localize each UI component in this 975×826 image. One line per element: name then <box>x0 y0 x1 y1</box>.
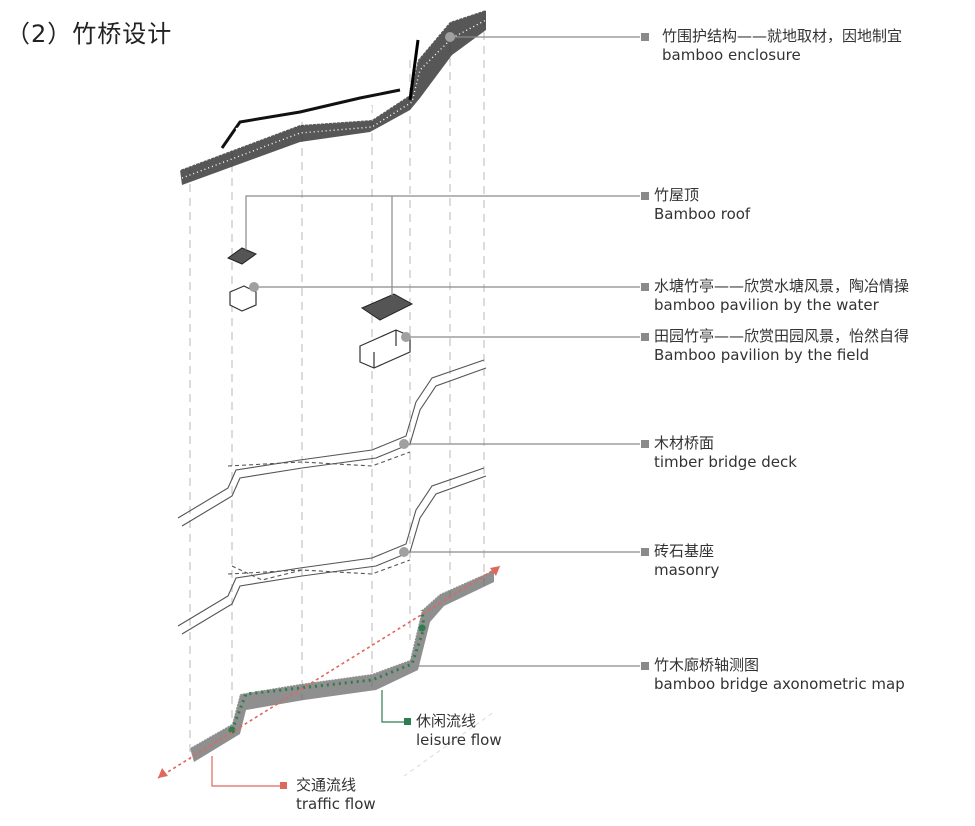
ground-shadow <box>403 711 495 777</box>
leader-square <box>641 33 649 41</box>
bamboo-enclosure-layer <box>179 9 487 185</box>
label-water-pavilion: 水塘竹亭——欣赏水塘风景，陶冶情操 bamboo pavilion by the… <box>654 277 909 315</box>
water-pavilion <box>229 285 257 312</box>
label-cn: 砖石基座 <box>654 542 715 560</box>
projection-guides <box>189 18 485 760</box>
label-en: bamboo pavilion by the water <box>654 296 879 314</box>
leader-lines <box>245 36 640 667</box>
label-cn: 交通流线 <box>296 776 357 794</box>
enclosure-inner-gap <box>235 106 373 132</box>
leader-roof <box>245 195 640 250</box>
label-en: masonry <box>654 561 720 579</box>
axonometric-bridge-layer <box>157 565 501 779</box>
label-en: timber bridge deck <box>654 453 797 471</box>
enclosure-inner-gap <box>220 88 401 149</box>
leader-squares <box>641 33 649 670</box>
label-cn: 竹木廊桥轴测图 <box>654 656 760 674</box>
masonry-layer <box>177 467 487 635</box>
leisure-leader <box>381 690 404 723</box>
label-en: leisure flow <box>416 731 502 749</box>
label-cn: 水塘竹亭——欣赏水塘风景，陶冶情操 <box>654 277 910 295</box>
leisure-square <box>404 718 411 725</box>
label-en: Bamboo pavilion by the field <box>654 346 870 364</box>
label-masonry: 砖石基座 masonry <box>654 542 719 580</box>
traffic-square <box>280 782 287 789</box>
label-leisure-flow: 休闲流线 leisure flow <box>416 712 502 750</box>
leader-dot <box>399 439 409 449</box>
label-cn: 木材桥面 <box>654 434 715 452</box>
leader-square <box>641 440 649 448</box>
leader-dot <box>249 282 259 292</box>
leader-square <box>641 333 649 341</box>
timber-deck-layer <box>177 359 487 527</box>
label-axonometric: 竹木廊桥轴测图 bamboo bridge axonometric map <box>654 656 905 694</box>
leader-square <box>641 192 649 200</box>
deck-outline <box>177 359 485 519</box>
masonry-outline <box>177 467 485 627</box>
traffic-flow-path <box>157 565 501 779</box>
enclosure-hatch <box>179 9 487 171</box>
label-cn: 竹屋顶 <box>654 186 700 204</box>
leader-dot <box>401 332 411 342</box>
enclosure-band <box>180 10 486 185</box>
deck-outline <box>181 367 487 527</box>
label-en: Bamboo roof <box>654 205 751 223</box>
leisure-node <box>418 624 426 632</box>
label-en: bamboo enclosure <box>662 46 801 64</box>
leader-dot <box>399 547 409 557</box>
label-cn: 休闲流线 <box>416 712 477 730</box>
leader-dots <box>249 32 455 557</box>
masonry-outline <box>181 475 487 635</box>
small-roof <box>226 247 258 265</box>
enclosure-post <box>408 39 420 101</box>
deck-dash <box>227 451 411 467</box>
bamboo-roof-layer <box>226 247 414 321</box>
label-traffic-flow: 交通流线 traffic flow <box>296 776 376 814</box>
leader-square <box>641 283 649 291</box>
label-timber-deck: 木材桥面 timber bridge deck <box>654 434 797 472</box>
pavilion-layer <box>229 285 411 369</box>
traffic-leader <box>211 756 280 787</box>
leisure-node <box>228 726 236 734</box>
figure-title: （2）竹桥设计 <box>6 20 173 48</box>
bridge-body <box>190 570 494 762</box>
large-roof <box>360 293 414 321</box>
label-roof: 竹屋顶 Bamboo roof <box>654 186 750 224</box>
leader-square <box>641 548 649 556</box>
label-field-pavilion: 田园竹亭——欣赏田园风景，怡然自得 Bamboo pavilion by the… <box>654 327 909 365</box>
label-cn: 竹围护结构——就地取材，因地制宜 <box>662 27 903 45</box>
traffic-arrow-start <box>158 768 168 778</box>
label-en: traffic flow <box>296 795 376 813</box>
masonry-dash <box>227 559 411 575</box>
leader-dot <box>445 32 455 42</box>
label-cn: 田园竹亭——欣赏田园风景，怡然自得 <box>654 327 910 345</box>
leader-square <box>641 662 649 670</box>
traffic-arrow-end <box>490 566 500 576</box>
label-enclosure: 竹围护结构——就地取材，因地制宜 bamboo enclosure <box>662 27 902 65</box>
label-en: bamboo bridge axonometric map <box>654 675 905 693</box>
